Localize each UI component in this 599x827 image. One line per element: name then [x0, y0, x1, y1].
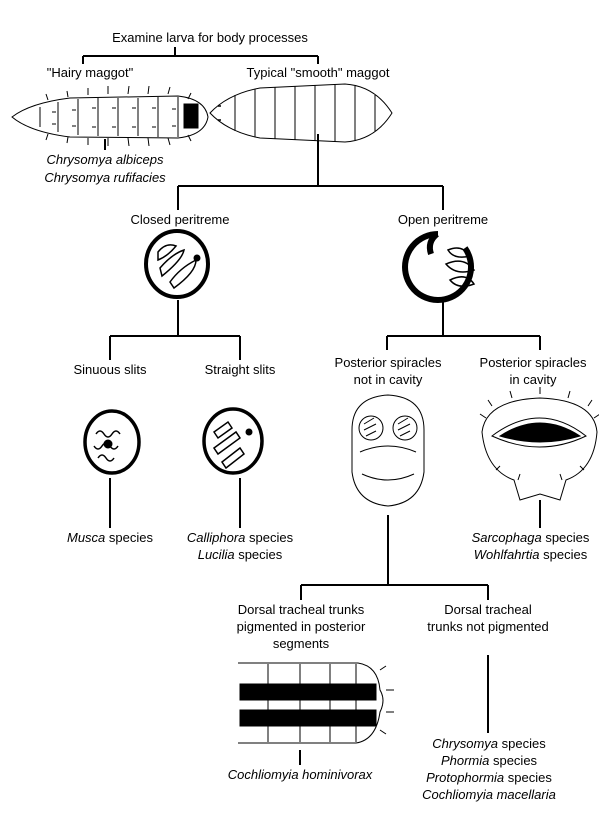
- straight-species-1: Calliphora species: [186, 530, 294, 545]
- straight-species-2: Lucilia species: [197, 547, 283, 562]
- hominivorax-larva-illustration: [238, 662, 394, 744]
- pigmented-species-1: Cochliomyia hominivorax: [227, 767, 373, 782]
- not-pigmented-label-2: trunks not pigmented: [427, 619, 549, 634]
- pigmented-label-1: Dorsal tracheal trunks: [237, 602, 365, 617]
- root-question: Examine larva for body processes: [112, 30, 308, 45]
- not-pigmented-species-2: Phormia species: [440, 753, 538, 768]
- in-cavity-label-1: Posterior spiracles: [479, 355, 587, 370]
- posterior-spiracles-not-in-cavity: [351, 394, 425, 507]
- closed-peritreme-spiracle: [144, 229, 210, 299]
- open-peritreme-spiracle: [402, 231, 476, 303]
- posterior-spiracles-in-cavity: [479, 387, 599, 501]
- not-pigmented-species-1: Chrysomya species: [432, 736, 546, 751]
- not-pigmented-species-4: Cochliomyia macellaria: [422, 787, 556, 802]
- hairy-maggot-illustration: [11, 85, 209, 147]
- hairy-maggot-label: "Hairy maggot": [46, 65, 134, 80]
- pigmented-label-3: segments: [272, 636, 330, 651]
- not-in-cavity-label-2: not in cavity: [353, 372, 423, 387]
- sinuous-species-1: Musca species: [67, 530, 153, 545]
- hairy-species-2: Chrysomya rufifacies: [44, 170, 166, 185]
- not-pigmented-species-3: Protophormia species: [426, 770, 552, 785]
- in-cavity-label-2: in cavity: [509, 372, 557, 387]
- sinuous-slits-spiracle: [83, 409, 141, 475]
- cavity-species-2: Wohlfahrtia species: [473, 547, 588, 562]
- not-pigmented-label-1: Dorsal tracheal: [444, 602, 532, 617]
- smooth-maggot-illustration: [209, 83, 393, 143]
- closed-peritreme-label: Closed peritreme: [130, 212, 230, 227]
- open-peritreme-label: Open peritreme: [397, 212, 489, 227]
- hairy-species-1: Chrysomya albiceps: [46, 152, 164, 167]
- straight-slits-label: Straight slits: [204, 362, 276, 377]
- not-in-cavity-label-1: Posterior spiracles: [334, 355, 442, 370]
- smooth-maggot-label: Typical "smooth" maggot: [246, 65, 390, 80]
- sinuous-slits-label: Sinuous slits: [73, 362, 147, 377]
- pigmented-label-2: pigmented in posterior: [236, 619, 366, 634]
- straight-slits-spiracle: [202, 407, 264, 475]
- cavity-species-1: Sarcophaga species: [471, 530, 590, 545]
